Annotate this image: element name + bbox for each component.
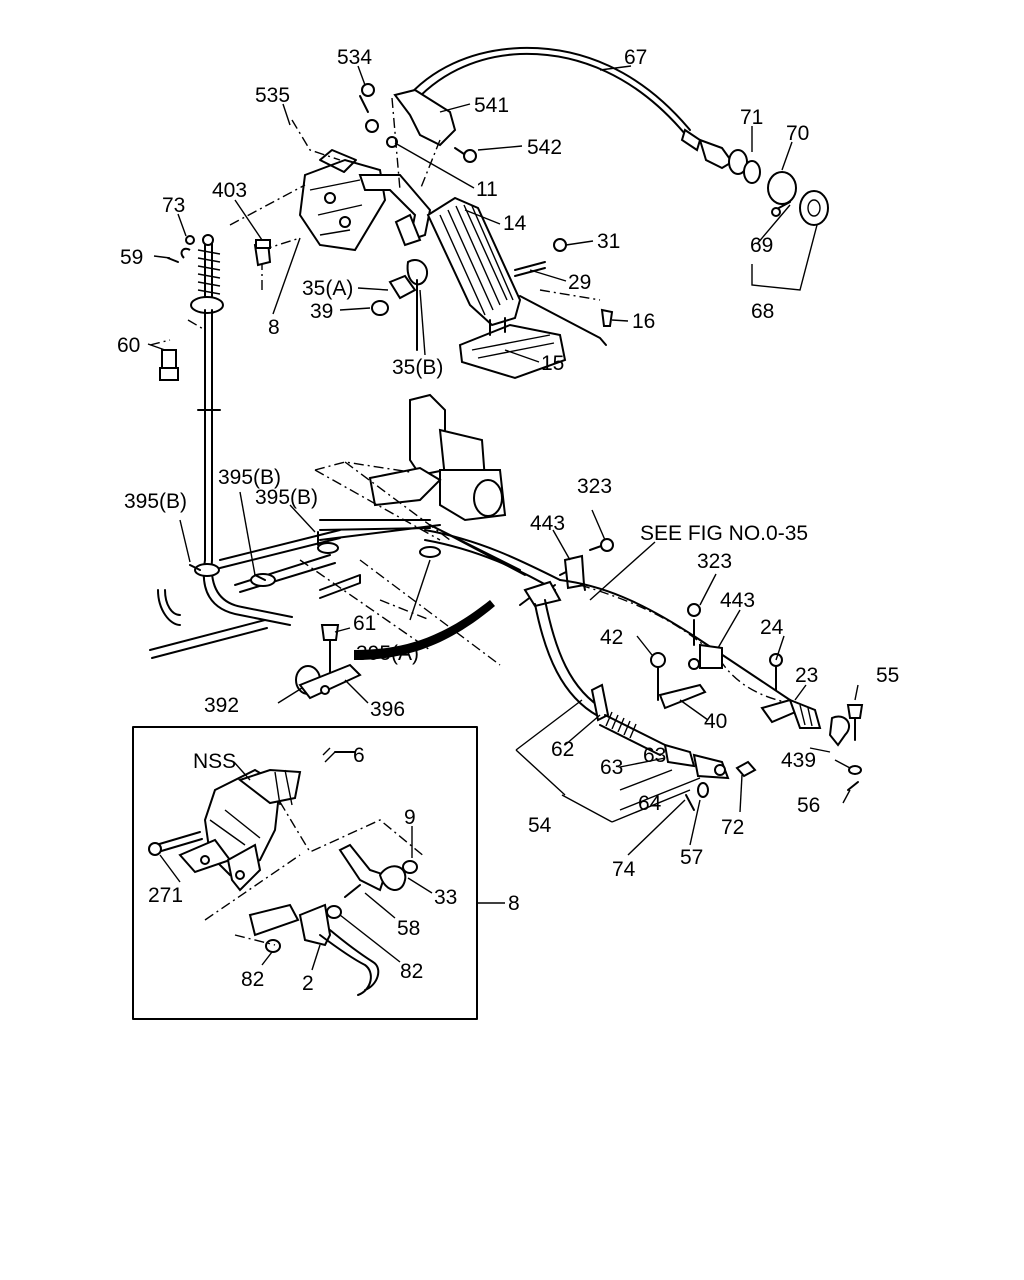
callout-403: 403 bbox=[212, 179, 247, 202]
frame-structure bbox=[149, 393, 561, 666]
callout-see-fig: SEE FIG NO.0-35 bbox=[640, 522, 808, 545]
callout-63-right: 63 bbox=[643, 744, 666, 767]
callout-396: 396 bbox=[370, 698, 405, 721]
callout-73: 73 bbox=[162, 194, 185, 217]
callout-42: 42 bbox=[600, 626, 623, 649]
callout-82-right: 82 bbox=[400, 960, 423, 983]
callout-31: 31 bbox=[597, 230, 620, 253]
callout-59: 59 bbox=[120, 246, 143, 269]
callout-15: 15 bbox=[541, 352, 564, 375]
callout-323-upper: 323 bbox=[577, 475, 612, 498]
callout-74: 74 bbox=[612, 858, 636, 881]
callout-16: 16 bbox=[632, 310, 655, 333]
callout-323-lower: 323 bbox=[697, 550, 732, 573]
callout-82-left: 82 bbox=[241, 968, 264, 991]
callout-35a: 35(A) bbox=[302, 277, 353, 300]
callout-70: 70 bbox=[786, 122, 809, 145]
callout-63-left: 63 bbox=[600, 756, 623, 779]
callout-54: 54 bbox=[528, 814, 552, 837]
callout-39: 39 bbox=[310, 300, 333, 323]
callout-443-upper: 443 bbox=[530, 512, 565, 535]
callout-68: 68 bbox=[751, 300, 774, 323]
callout-534: 534 bbox=[337, 46, 372, 69]
leader-lines bbox=[147, 65, 859, 856]
callout-64: 64 bbox=[638, 792, 662, 815]
linkage-rod-left bbox=[149, 234, 224, 561]
callout-71: 71 bbox=[740, 106, 763, 129]
callout-395a: 395(A) bbox=[356, 642, 419, 665]
callout-29: 29 bbox=[568, 271, 591, 294]
pedal-bracket-upper bbox=[229, 83, 477, 290]
callout-2: 2 bbox=[302, 972, 314, 995]
callout-55: 55 bbox=[876, 664, 899, 687]
callout-8-upper: 8 bbox=[268, 316, 280, 339]
bracket-392-396 bbox=[295, 624, 362, 700]
callout-nss: NSS bbox=[193, 750, 236, 773]
callout-24: 24 bbox=[760, 616, 784, 639]
callout-439: 439 bbox=[781, 749, 816, 772]
inset-assembly-8 bbox=[132, 726, 505, 1020]
callout-61: 61 bbox=[353, 612, 376, 635]
callout-8-inset: 8 bbox=[508, 892, 520, 915]
callout-395b-1: 395(B) bbox=[218, 466, 281, 489]
callout-33: 33 bbox=[434, 886, 457, 909]
callout-62: 62 bbox=[551, 738, 574, 761]
accelerator-pedal bbox=[371, 196, 614, 380]
callout-542: 542 bbox=[527, 136, 562, 159]
callout-57: 57 bbox=[680, 846, 703, 869]
callout-58: 58 bbox=[397, 917, 420, 940]
callout-72: 72 bbox=[721, 816, 744, 839]
callout-23: 23 bbox=[795, 664, 818, 687]
callout-labels: 534 67 535 541 71 70 542 11 403 73 14 31… bbox=[117, 46, 899, 995]
accelerator-cable bbox=[404, 46, 829, 226]
callout-60: 60 bbox=[117, 334, 140, 357]
callout-9: 9 bbox=[404, 806, 416, 829]
callout-6: 6 bbox=[353, 744, 365, 767]
callout-392: 392 bbox=[204, 694, 239, 717]
callout-271: 271 bbox=[148, 884, 183, 907]
callout-67: 67 bbox=[624, 46, 647, 69]
callout-395b-3: 395(B) bbox=[255, 486, 318, 509]
callout-69: 69 bbox=[750, 234, 773, 257]
callout-56: 56 bbox=[797, 794, 820, 817]
callout-40: 40 bbox=[704, 710, 727, 733]
callout-395b-2: 395(B) bbox=[124, 490, 187, 513]
callout-11: 11 bbox=[476, 178, 498, 201]
callout-535: 535 bbox=[255, 84, 290, 107]
callout-14: 14 bbox=[503, 212, 527, 235]
linkage-right bbox=[519, 538, 864, 811]
callout-541: 541 bbox=[474, 94, 509, 117]
callout-35b: 35(B) bbox=[392, 356, 443, 379]
callout-443-lower: 443 bbox=[720, 589, 755, 612]
